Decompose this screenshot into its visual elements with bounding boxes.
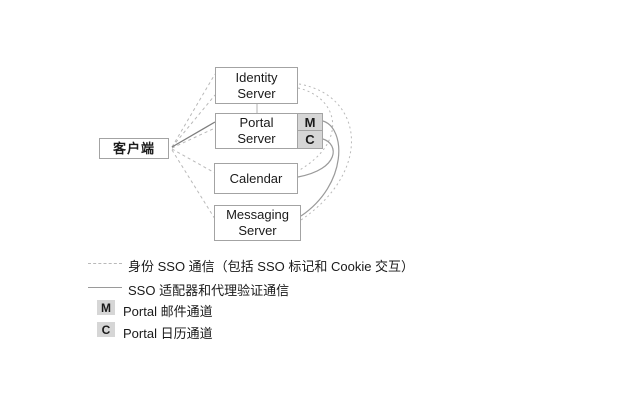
dashed-link-client-identity: [171, 73, 216, 148]
client-node: 客户端: [99, 138, 169, 159]
identity-server-node: Identity Server: [215, 67, 298, 104]
legend-calendar-channel-badge: C: [97, 322, 115, 337]
legend-solid-line-sample: [88, 287, 122, 288]
solid-curve-mail-channel-messaging: [300, 120, 340, 217]
solid-curve-calendar-channel-calendar: [297, 138, 334, 178]
legend-label-calendar-channel: Portal 日历通道: [123, 326, 213, 341]
calendar-node: Calendar: [214, 163, 298, 194]
legend-mail-channel-badge: M: [97, 300, 115, 315]
solid-link-client-portal: [171, 121, 216, 148]
legend-label-sso-adapter: SSO 适配器和代理验证通信: [128, 283, 290, 298]
dashed-link-client-calendar: [171, 148, 216, 174]
legend-label-mail-channel: Portal 邮件通道: [123, 304, 213, 319]
dashed-curve-identity-messaging: [298, 83, 352, 221]
dashed-link-client-messaging: [171, 149, 216, 220]
portal-server-node: Portal Server: [215, 113, 298, 149]
dashed-curve-identity-calendar: [297, 87, 334, 172]
legend-label-identity-sso: 身份 SSO 通信（包括 SSO 标记和 Cookie 交互）: [128, 259, 415, 274]
dashed-link-client-identity-2: [171, 94, 216, 148]
legend-dashed-line-sample: [88, 263, 122, 264]
calendar-channel-box: C: [297, 130, 323, 149]
dashed-link-client-portal: [171, 127, 216, 149]
messaging-server-node: Messaging Server: [214, 205, 301, 241]
